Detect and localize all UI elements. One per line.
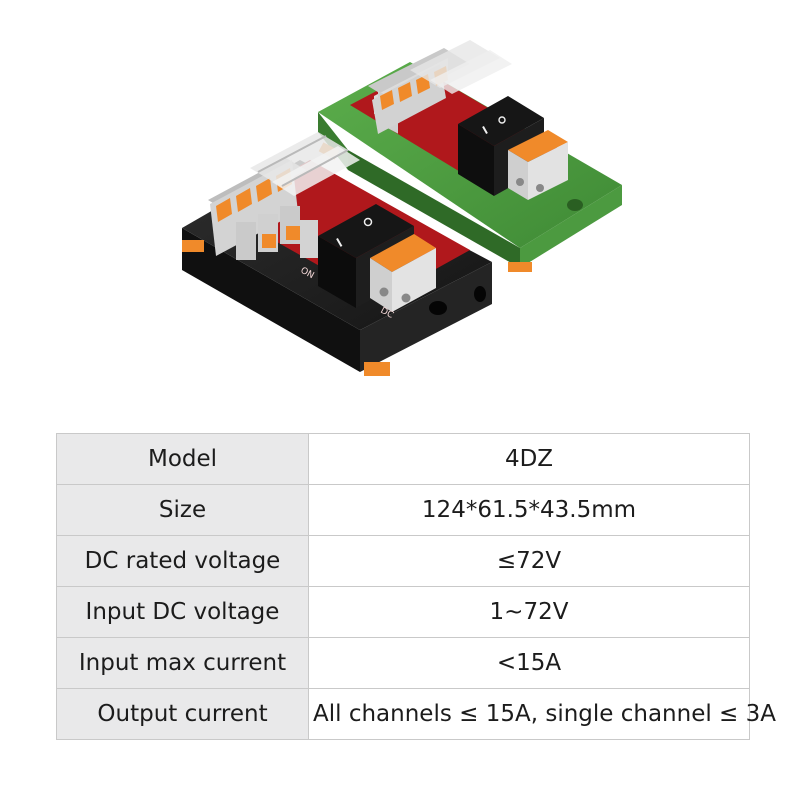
table-row: Output current All channels ≤ 15A, singl… — [56, 688, 776, 740]
table-row: Input max current <15A — [56, 637, 750, 689]
spec-label-output-current: Output current — [56, 688, 309, 740]
table-row: Input DC voltage 1~72V — [56, 586, 750, 638]
spec-table: Model 4DZ Size 124*61.5*43.5mm DC rated … — [56, 433, 776, 740]
black-terminal-module: ON DC — [182, 132, 492, 376]
spec-label-input-dc-voltage: Input DC voltage — [56, 586, 309, 638]
table-row: DC rated voltage ≤72V — [56, 535, 750, 587]
spec-label-input-max-current: Input max current — [56, 637, 309, 689]
spec-label-size: Size — [56, 484, 309, 536]
spec-value-model: 4DZ — [308, 433, 750, 485]
table-row: Size 124*61.5*43.5mm — [56, 484, 750, 536]
product-photo: ON DC — [182, 40, 622, 376]
table-row: Model 4DZ — [56, 433, 750, 485]
spec-value-output-current: All channels ≤ 15A, single channel ≤ 3A — [308, 688, 776, 740]
spec-value-size: 124*61.5*43.5mm — [308, 484, 750, 536]
spec-value-dc-rated-voltage: ≤72V — [308, 535, 750, 587]
spec-value-input-max-current: <15A — [308, 637, 750, 689]
spec-label-dc-rated-voltage: DC rated voltage — [56, 535, 309, 587]
spec-label-model: Model — [56, 433, 309, 485]
spec-value-input-dc-voltage: 1~72V — [308, 586, 750, 638]
green-terminal-module — [318, 40, 622, 272]
